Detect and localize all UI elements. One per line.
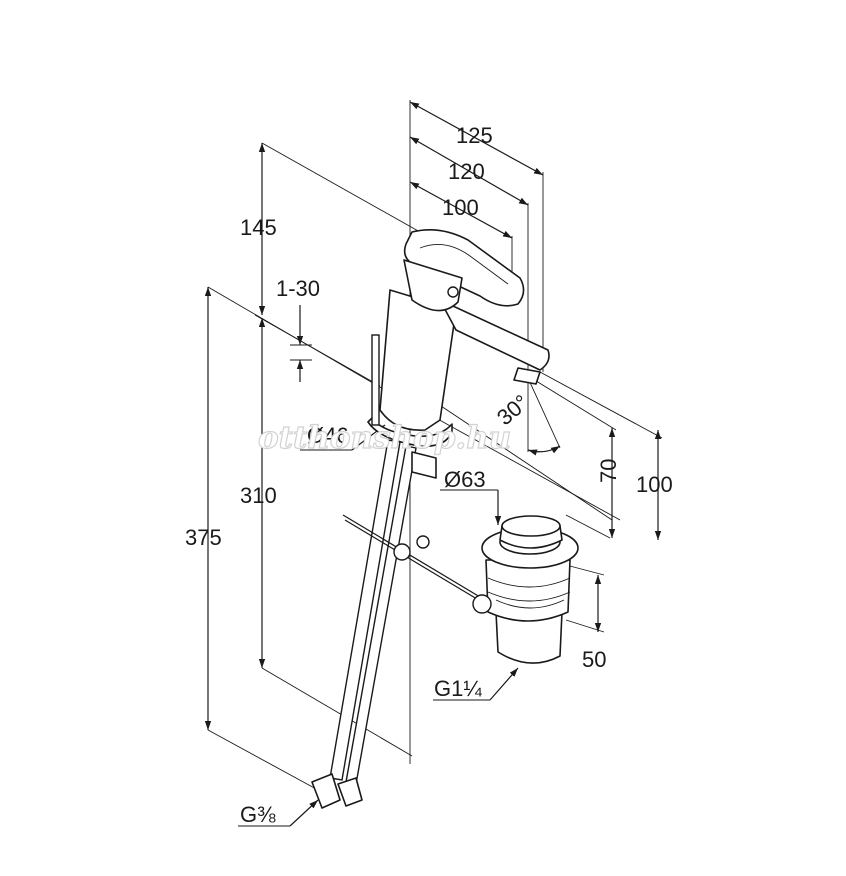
dim-120: 120	[448, 159, 485, 184]
dim-63: Ø63	[444, 467, 486, 492]
dim-46: Ø46	[307, 423, 349, 448]
dim-100-right: 100	[636, 472, 673, 497]
faucet-body	[311, 229, 550, 809]
dim-145: 145	[240, 215, 277, 240]
watermark: otthonshop.hu	[258, 420, 511, 456]
dim-100-top: 100	[442, 195, 479, 220]
dim-50: 50	[582, 647, 606, 672]
dim-70: 70	[596, 459, 621, 483]
dim-375: 375	[185, 525, 222, 550]
pop-up-waste	[472, 515, 579, 664]
thread-g3-8: G⅜	[240, 802, 276, 827]
dim-310: 310	[240, 483, 277, 508]
dim-1-30: 1-30	[276, 276, 320, 301]
thread-g1-quarter: G1¼	[434, 676, 482, 701]
dimension-lines	[204, 101, 662, 827]
dim-125: 125	[456, 123, 493, 148]
